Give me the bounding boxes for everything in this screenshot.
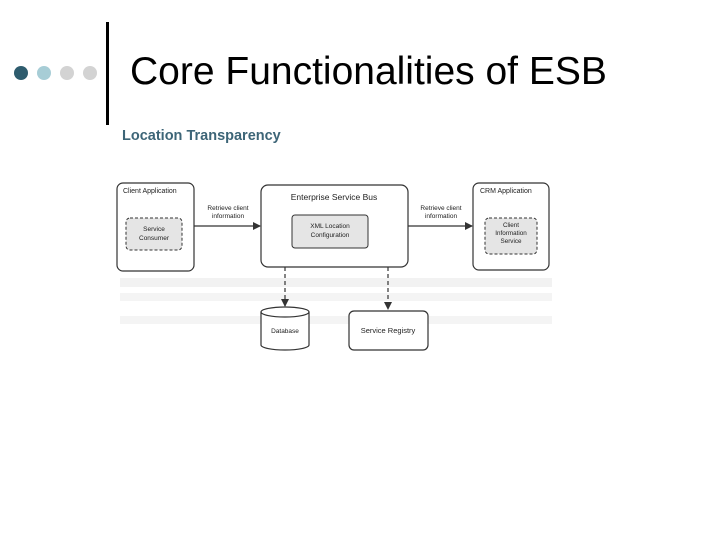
service-consumer-label: Service	[143, 226, 165, 233]
service-registry-box: Service Registry	[348, 310, 429, 351]
xml-location-configuration-box	[291, 214, 369, 249]
arrow-left-label: Retrieve client	[207, 205, 248, 212]
title-divider	[106, 22, 109, 125]
arrow-right-label: information	[425, 213, 458, 220]
esb-diagram: Client Application Service Consumer Retr…	[116, 182, 552, 351]
background-band	[120, 316, 552, 324]
client-info-service-label: Client	[503, 222, 519, 229]
enterprise-service-bus-box: Enterprise Service Bus XML Location Conf…	[260, 184, 409, 268]
xml-config-label: Configuration	[311, 232, 350, 239]
client-info-service-label: Information	[495, 230, 527, 237]
client-application-box: Client Application Service Consumer	[116, 182, 195, 272]
service-consumer-box	[125, 217, 183, 251]
arrow-left-label: information	[212, 213, 245, 220]
service-consumer-label: Consumer	[139, 235, 170, 242]
background-band	[120, 278, 552, 287]
client-info-service-label: Service	[501, 238, 522, 245]
slide-title: Core Functionalities of ESB	[130, 50, 607, 93]
dot-light	[83, 66, 97, 80]
database-cylinder: Database	[260, 306, 310, 351]
xml-config-label: XML Location	[310, 223, 350, 230]
background-band	[120, 293, 552, 301]
crm-application-title: CRM Application	[480, 188, 532, 195]
dot-dark	[14, 66, 28, 80]
crm-application-box: CRM Application Client Information Servi…	[472, 182, 550, 271]
slide-subtitle: Location Transparency	[122, 128, 281, 144]
esb-title: Enterprise Service Bus	[291, 192, 377, 202]
dot-light	[60, 66, 74, 80]
client-application-title: Client Application	[123, 188, 177, 195]
service-registry-label: Service Registry	[361, 326, 416, 335]
database-label: Database	[271, 328, 299, 335]
arrow-right-label: Retrieve client	[420, 205, 461, 212]
dot-mid	[37, 66, 51, 80]
client-information-service-box	[484, 217, 538, 255]
